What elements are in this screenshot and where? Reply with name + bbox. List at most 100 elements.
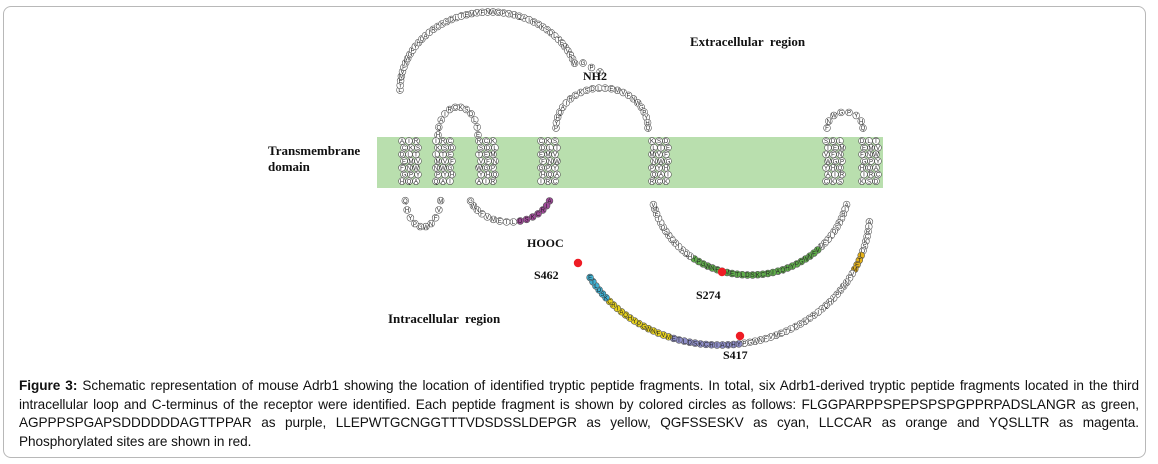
residue-letter: A: [547, 199, 551, 205]
residue-letter: M: [491, 218, 496, 224]
residue: [437, 116, 445, 124]
residue-letter: D: [831, 139, 836, 145]
residue-letter: G: [418, 225, 423, 231]
residue: [446, 150, 454, 159]
residue: [662, 150, 670, 159]
residue: [435, 123, 443, 131]
transmembrane-label-line2: domain: [268, 159, 310, 174]
residue: [431, 214, 440, 222]
residue-letter: G: [799, 260, 804, 266]
residue: [874, 170, 882, 179]
residue: [845, 108, 853, 117]
residue: [489, 177, 497, 185]
residue: [825, 117, 833, 125]
residue-letter: Y: [554, 121, 558, 127]
residue-letter: L: [659, 221, 663, 227]
residue-letter: F: [656, 331, 660, 337]
residue-letter: T: [826, 237, 830, 243]
residue-letter: S: [416, 146, 420, 152]
residue-letter: A: [522, 16, 526, 22]
residue-letter: K: [541, 25, 545, 31]
residue-letter: M: [438, 199, 443, 205]
residue: [553, 157, 561, 165]
residue-letter: D: [794, 325, 799, 331]
residue-letter: L: [553, 34, 557, 40]
residue-letter: M: [436, 159, 441, 165]
residue-letter: K: [546, 139, 550, 145]
residue-letter: D: [874, 179, 879, 185]
residue-letter: G: [484, 166, 489, 172]
residue-letter: R: [869, 173, 874, 179]
residue-letter: L: [493, 146, 497, 152]
residue-letter: S: [585, 89, 589, 95]
residue-letter: V: [651, 203, 655, 209]
residue-letter: S: [525, 218, 529, 224]
residue-letter: F: [480, 11, 484, 17]
residue-letter: R: [812, 314, 817, 320]
phospho-site-s274: [717, 267, 727, 277]
residue-letter: R: [491, 179, 496, 185]
residue-letter: L: [597, 86, 601, 92]
residue-letter: F: [825, 126, 829, 132]
residue-letter: Y: [737, 342, 741, 348]
residue-letter: Q: [646, 126, 651, 132]
residue-letter: L: [652, 146, 656, 152]
residue-letter: D: [449, 18, 454, 24]
nh2-terminus-label: NH2: [583, 69, 607, 83]
residue-letter: W: [752, 339, 758, 345]
residue-letter: Q: [517, 14, 522, 20]
residue-letter: I: [716, 343, 718, 349]
residue-letter: R: [866, 230, 871, 236]
residue-letter: F: [715, 268, 719, 274]
residue-letter: P: [742, 341, 746, 347]
residue-letter: F: [434, 216, 438, 222]
residue-letter: N: [631, 97, 635, 103]
residue-letter: V: [621, 91, 625, 97]
residue-letter: G: [862, 159, 867, 165]
residue-letter: L: [683, 339, 687, 345]
residue: [446, 177, 454, 185]
residue-letter: I: [546, 204, 548, 210]
residue-letter: V: [416, 159, 420, 165]
residue-letter: T: [659, 146, 663, 152]
residue-letter: N: [710, 266, 714, 272]
residue-letter: R: [841, 212, 846, 218]
residue: [551, 164, 559, 172]
residue-letter: C: [402, 146, 407, 152]
residue-letter: E: [402, 159, 406, 165]
residue-letter: M: [650, 153, 655, 159]
residue-letter: Q: [623, 313, 628, 319]
residue-letter: K: [803, 319, 807, 325]
residue-letter: D: [518, 219, 523, 225]
site-label-s417: S417: [723, 348, 748, 362]
residue-letter: C: [824, 179, 829, 185]
residue-letter: Q: [824, 304, 829, 310]
residue-letter: I: [772, 271, 774, 277]
residue-letter: T: [591, 280, 595, 286]
residue-letter: W: [825, 159, 831, 165]
residue-letter: Q: [726, 343, 731, 349]
residue: [649, 200, 658, 209]
residue-letter: W: [572, 62, 578, 68]
residue-letter: A: [619, 310, 623, 316]
residue-letter: T: [603, 86, 607, 92]
residue-letter: G: [402, 173, 407, 179]
residue-letter: P: [491, 166, 495, 172]
residue-letter: S: [445, 20, 449, 26]
residue-letter: W: [831, 114, 837, 120]
residue-letter: Y: [507, 12, 511, 18]
residue: [872, 164, 880, 172]
residue: [664, 170, 672, 179]
residue: [489, 137, 497, 145]
residue: [403, 206, 411, 214]
residue-letter: Y: [790, 264, 794, 270]
residue-letter: C: [436, 25, 441, 31]
residue-letter: K: [604, 296, 608, 302]
residue-letter: M: [725, 271, 730, 277]
residue-letter: Q: [867, 166, 872, 172]
residue-letter: I: [408, 139, 410, 145]
residue-letter: C: [704, 343, 709, 349]
residue: [412, 150, 420, 159]
figure-number: Figure 3:: [19, 378, 78, 393]
residue: [412, 164, 420, 172]
